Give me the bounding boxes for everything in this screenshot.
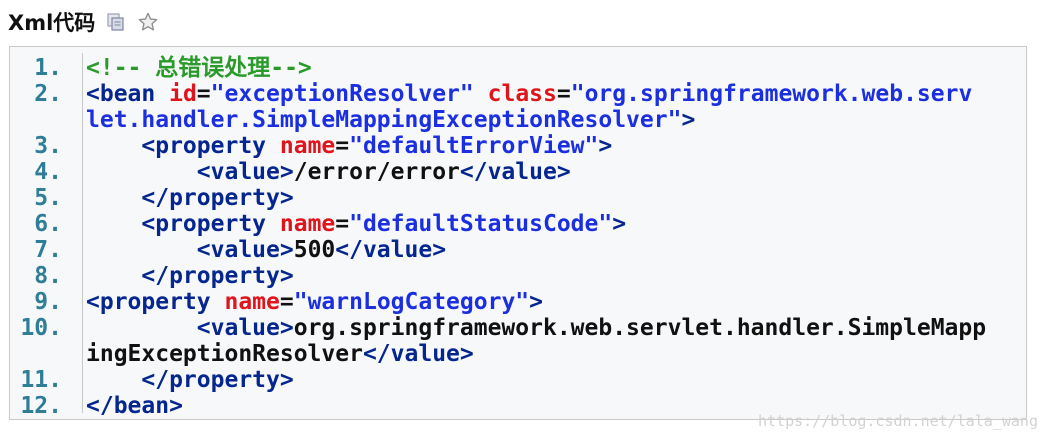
code-text: </property> <box>86 263 294 289</box>
watermark: https://blog.csdn.net/lala_wang <box>758 412 1038 430</box>
code-token: name <box>279 211 336 237</box>
code-line: 6. <property name="defaultStatusCode"> <box>10 211 1026 237</box>
code-token: > <box>529 289 543 315</box>
code-token <box>86 237 197 263</box>
code-token: "org.springframework.web.serv <box>570 81 973 107</box>
code-token: id <box>169 81 197 107</box>
line-number: 5. <box>34 185 62 211</box>
gutter-divider <box>82 53 83 413</box>
line-number: 12. <box>20 393 62 419</box>
code-token <box>86 315 197 341</box>
line-number: 9. <box>34 289 62 315</box>
code-token: let.handler.SimpleMappingExceptionResolv… <box>86 107 682 133</box>
code-token: "warnLogCategory" <box>293 289 530 315</box>
code-token: ingExceptionResolver <box>86 341 363 367</box>
code-token: <property <box>141 211 280 237</box>
code-token: <value> <box>196 315 294 341</box>
code-text: <value>/error/error</value> <box>86 159 571 185</box>
code-token: org.springframework.web.servlet.handler.… <box>293 315 987 341</box>
code-text: <bean id="exceptionResolver" class="org.… <box>86 81 972 133</box>
code-token <box>474 81 488 107</box>
code-token: > <box>612 211 627 237</box>
line-number: 11. <box>20 367 62 393</box>
code-token: <!-- 总错误处理--> <box>86 55 312 81</box>
code-token: </property> <box>141 185 294 211</box>
code-token <box>86 185 141 211</box>
code-text: </property> <box>86 185 294 211</box>
code-line: 9. <property name="warnLogCategory"> <box>10 289 1026 315</box>
line-number: 3. <box>34 133 62 159</box>
code-token: name <box>224 289 280 315</box>
code-line: 10. <value>org.springframework.web.servl… <box>10 315 1026 367</box>
code-token: "exceptionResolver" <box>210 81 474 107</box>
line-number: 8. <box>34 263 62 289</box>
code-line: 3. <property name="defaultErrorView"> <box>10 133 1026 159</box>
code-text: <property name="defaultErrorView"> <box>86 133 612 159</box>
code-token: </value> <box>362 341 474 367</box>
code-token: > <box>681 107 696 133</box>
code-token: "defaultErrorView" <box>349 133 599 159</box>
code-line: 5. </property> <box>10 185 1026 211</box>
code-token: = <box>335 133 350 159</box>
code-token: <property <box>141 133 280 159</box>
code-text: <property name="warnLogCategory"> <box>86 289 543 315</box>
code-text: </property> <box>86 367 294 393</box>
code-token: class <box>487 81 557 107</box>
code-token <box>86 367 141 393</box>
code-token: "defaultStatusCode" <box>349 211 613 237</box>
code-text: </bean> <box>86 393 183 419</box>
code-text: <value>500</value> <box>86 237 446 263</box>
code-token: 500 <box>293 237 336 263</box>
code-token: </property> <box>141 263 294 289</box>
code-line: 11. </property> <box>10 367 1026 393</box>
code-token: /error/error <box>293 159 460 185</box>
code-token: </property> <box>141 367 294 393</box>
code-token: = <box>279 289 294 315</box>
star-icon[interactable] <box>137 11 159 33</box>
code-text: <!-- 总错误处理--> <box>86 55 312 81</box>
line-number: 7. <box>34 237 62 263</box>
code-token: </value> <box>335 237 447 263</box>
code-line: 1. <!-- 总错误处理--> <box>10 55 1026 81</box>
line-number: 2. <box>34 81 62 107</box>
code-token: name <box>279 133 336 159</box>
code-token: </value> <box>459 159 571 185</box>
code-block: 1.<!-- 总错误处理-->2.<bean id="exceptionReso… <box>9 46 1027 420</box>
code-token: <value> <box>196 237 294 263</box>
code-language-title: Xml代码 <box>8 11 96 35</box>
line-number: 10. <box>20 315 62 341</box>
copy-icon[interactable] <box>105 11 127 33</box>
code-token <box>86 159 197 185</box>
code-token: </bean> <box>86 393 183 419</box>
code-line: 7. <value>500</value> <box>10 237 1026 263</box>
code-lines: 1.<!-- 总错误处理-->2.<bean id="exceptionReso… <box>10 55 1026 419</box>
code-line: 4. <value>/error/error</value> <box>10 159 1026 185</box>
code-token <box>86 133 141 159</box>
code-token <box>86 211 141 237</box>
code-token: = <box>196 81 211 107</box>
code-token: > <box>598 133 613 159</box>
code-header: Xml代码 <box>8 4 159 40</box>
code-line: 12. </bean> <box>10 393 1026 419</box>
code-text: <property name="defaultStatusCode"> <box>86 211 626 237</box>
code-line: 8. </property> <box>10 263 1026 289</box>
code-token: <bean <box>86 81 170 107</box>
code-token: = <box>335 211 350 237</box>
line-number: 1. <box>34 55 62 81</box>
code-token: <value> <box>196 159 294 185</box>
line-number: 6. <box>34 211 62 237</box>
code-token: <property <box>86 289 225 315</box>
line-number: 4. <box>34 159 62 185</box>
code-token: = <box>556 81 571 107</box>
code-line: 2.<bean id="exceptionResolver" class="or… <box>10 81 1026 133</box>
code-text: <value>org.springframework.web.servlet.h… <box>86 315 986 367</box>
code-token <box>86 263 141 289</box>
